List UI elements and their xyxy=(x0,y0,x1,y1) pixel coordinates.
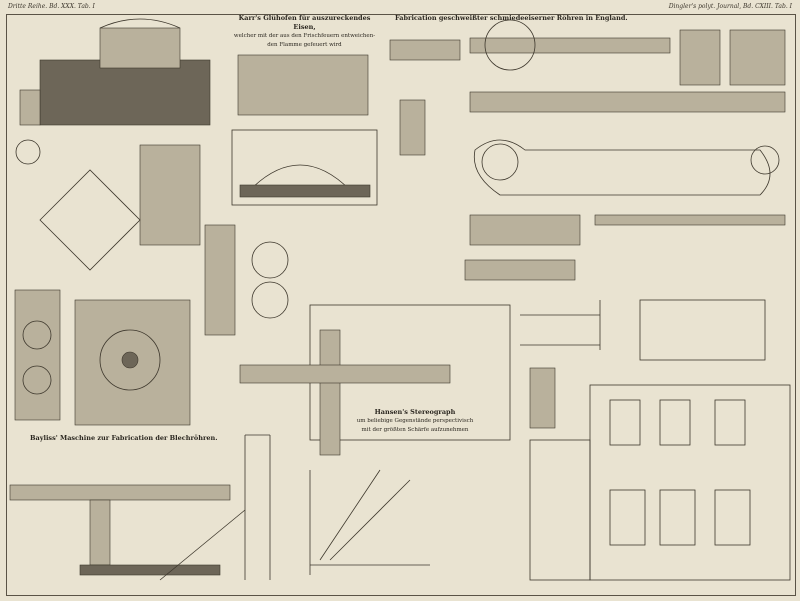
hansen-stereograph-title: Hansen's Stereograph um beliebige Gegens… xyxy=(350,408,480,435)
bayliss-machine-title: Bayliss' Maschine zur Fabrication der Bl… xyxy=(30,434,218,442)
plate-header-right: Dingler's polyt. Journal, Bd. CXIII. Tab… xyxy=(668,3,792,10)
hansen-title-line2: um beliebige Gegenstände perspectivisch xyxy=(356,418,474,424)
engraving-plate xyxy=(6,14,796,596)
tube-fabrication-title: Fabrication geschweißter schmiedeeiserne… xyxy=(395,14,628,22)
karr-title-line2: welcher mit der aus den Frischfeuern ent… xyxy=(233,33,376,39)
furnace-drawing xyxy=(19,18,378,206)
karr-title-line3: den Flamme gefeuert wird xyxy=(267,42,342,48)
karr-furnace-title: Karr's Glühofen für auszureckendes Eisen… xyxy=(232,14,377,50)
building-drawing xyxy=(520,299,791,581)
bench-drawing xyxy=(9,434,271,581)
stereograph-drawing xyxy=(239,304,511,575)
plate-header-left: Dritte Reihe. Bd. XXX. Tab. I xyxy=(8,3,95,10)
tube-fabrication-drawings xyxy=(389,19,786,281)
karr-title-line1: Karr's Glühofen für auszureckendes Eisen… xyxy=(238,14,371,31)
hansen-title-line3: mit der größten Schärfe aufzunehmen xyxy=(361,427,469,433)
bayliss-machine xyxy=(14,224,289,426)
hansen-title-line1: Hansen's Stereograph xyxy=(374,408,456,416)
bayliss-angled-machine xyxy=(15,139,201,271)
